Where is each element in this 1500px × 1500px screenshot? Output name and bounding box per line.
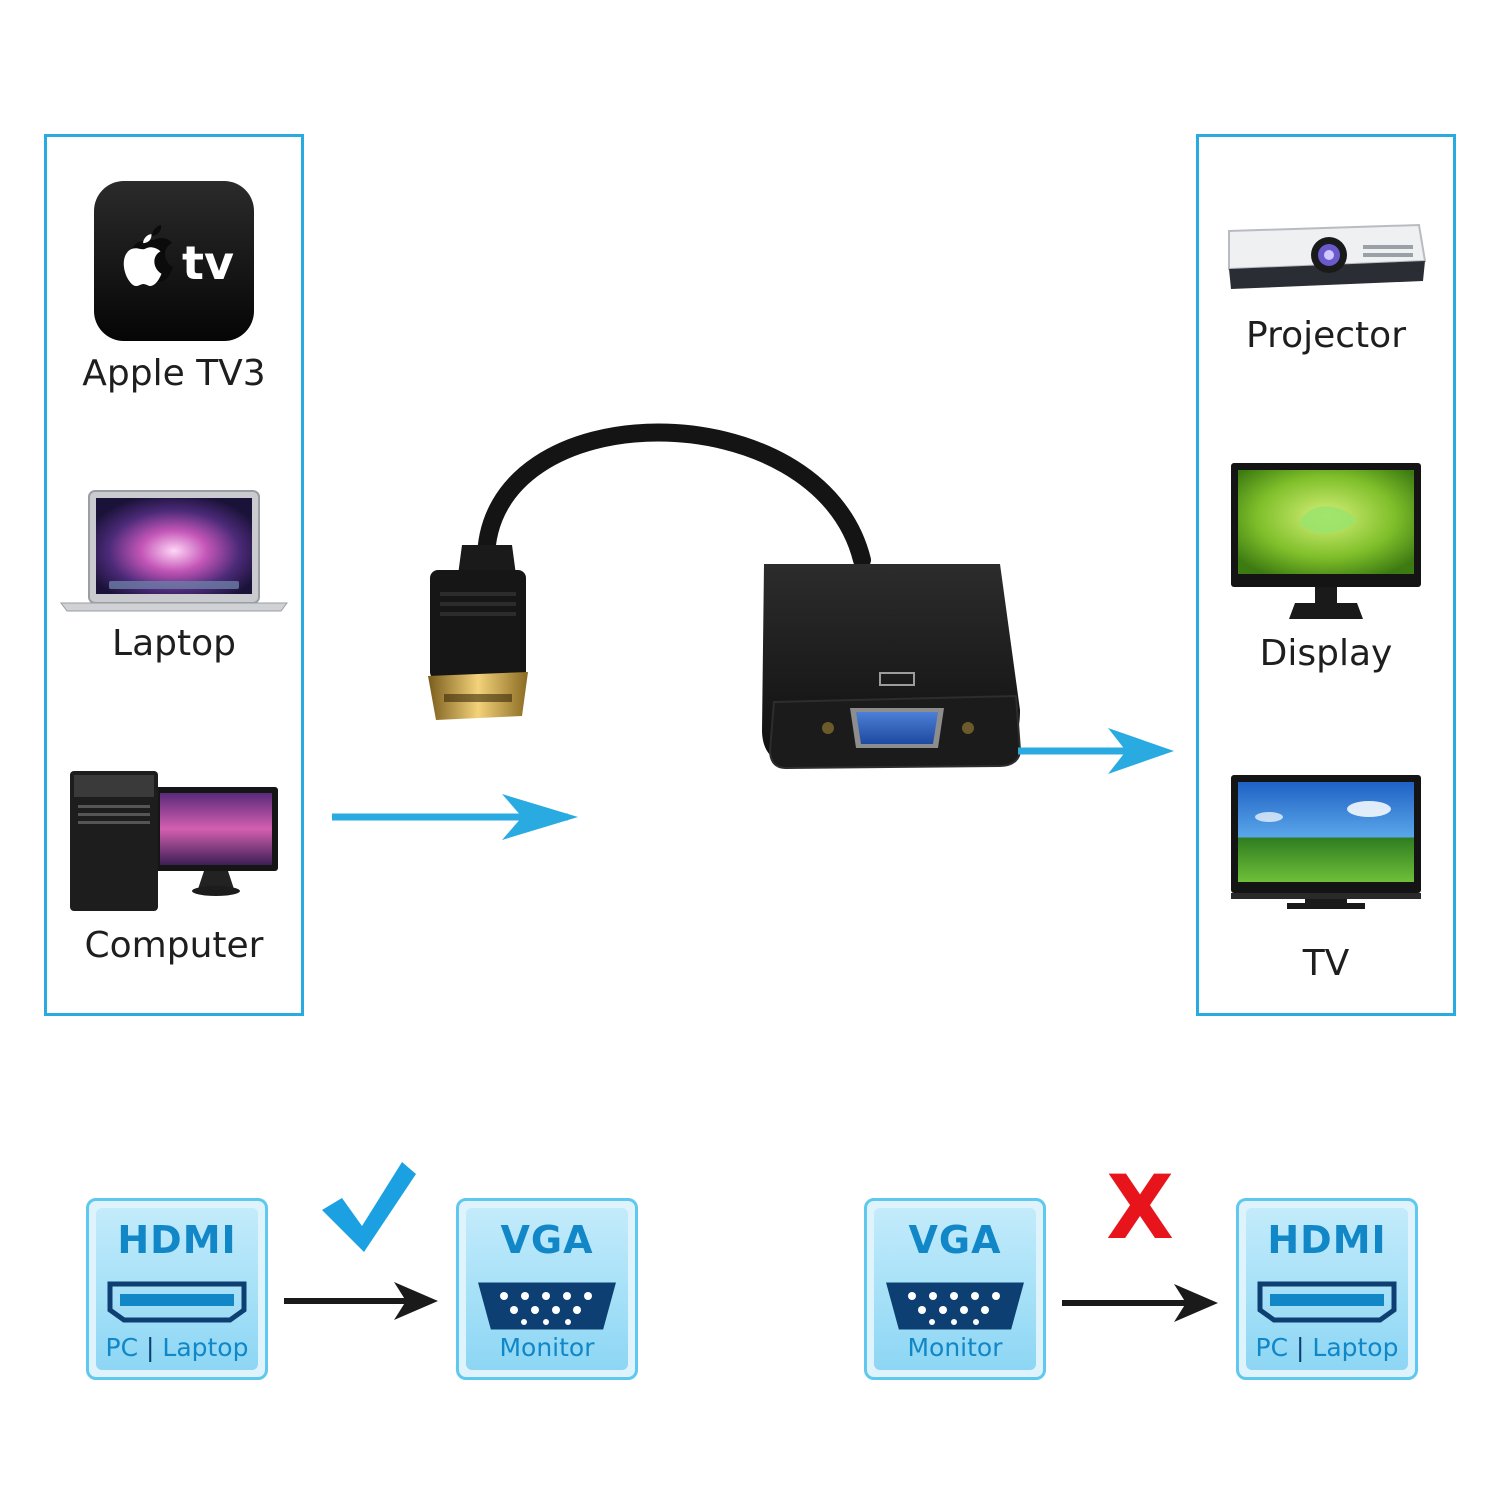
unsupported-target-tile: HDMI PC | Laptop: [1236, 1198, 1418, 1380]
apple-tv-logo-text: tv: [182, 236, 234, 290]
apple-tv-icon: tv: [94, 181, 254, 341]
source-label-apple-tv: Apple TV3: [82, 353, 266, 394]
hdmi-port-icon: [107, 1281, 247, 1323]
hdmi-to-vga-adapter: [428, 423, 1022, 770]
monitor-icon: [1231, 463, 1421, 619]
tile-subtitle: PC | Laptop: [105, 1333, 249, 1362]
output-flow-arrow: [1018, 728, 1174, 774]
tile-subtitle: Monitor: [907, 1333, 1003, 1362]
destination-projector: Projector: [1199, 221, 1453, 356]
input-flow-arrow: [332, 794, 578, 840]
vga-port-icon: [886, 1282, 1024, 1330]
hdmi-port-icon: [1257, 1281, 1397, 1323]
source-label-computer: Computer: [84, 925, 264, 966]
source-apple-tv: tv Apple TV3: [47, 179, 301, 394]
source-label-laptop: Laptop: [112, 623, 236, 664]
source-computer: Computer: [47, 765, 301, 966]
adapter-cable: [477, 423, 871, 569]
tv-icon: [1231, 775, 1421, 909]
tile-title: VGA: [908, 1218, 1002, 1262]
destination-tv: TV: [1199, 773, 1453, 984]
tile-subtitle: Monitor: [499, 1333, 595, 1362]
hdmi-plug: [428, 545, 528, 720]
source-devices-panel: tv Apple TV3 Laptop: [44, 134, 304, 1016]
unsupported-arrow: [1062, 1284, 1218, 1322]
tile-subtitle: PC | Laptop: [1255, 1333, 1399, 1362]
vga-adapter-box: [762, 564, 1022, 770]
laptop-icon: [60, 490, 288, 612]
supported-target-tile: VGA Monitor: [456, 1198, 638, 1380]
destination-label-projector: Projector: [1246, 315, 1406, 356]
destination-display: Display: [1199, 461, 1453, 674]
tile-title: HDMI: [1267, 1218, 1387, 1262]
desktop-computer-icon: [70, 771, 278, 911]
tile-title: VGA: [500, 1218, 594, 1262]
destination-label-display: Display: [1259, 633, 1393, 674]
supported-source-tile: HDMI PC | Laptop: [86, 1198, 268, 1380]
tile-title: HDMI: [117, 1218, 237, 1262]
destination-devices-panel: Projector Display: [1196, 134, 1456, 1016]
vga-port-icon: [478, 1282, 616, 1330]
unsupported-source-tile: VGA Monitor: [864, 1198, 1046, 1380]
cross-icon: X: [1106, 1156, 1174, 1259]
destination-label-tv: TV: [1302, 943, 1350, 984]
check-icon: [322, 1162, 416, 1252]
projector-icon: [1228, 223, 1427, 289]
source-laptop: Laptop: [47, 489, 301, 664]
supported-arrow: [284, 1282, 438, 1320]
